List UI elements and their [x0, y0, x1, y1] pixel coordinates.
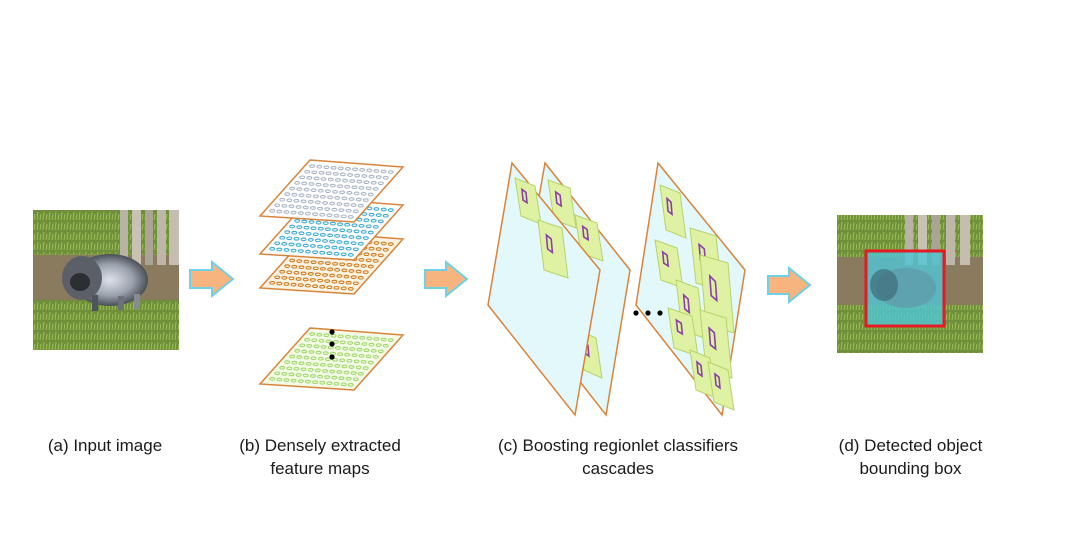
flow-arrow — [767, 265, 812, 305]
feature-layer-gray — [258, 159, 405, 223]
regionlet-cell — [661, 250, 670, 268]
bounding-box — [864, 249, 946, 328]
caption-line: (c) Boosting regionlet classifiers — [498, 436, 738, 455]
caption-line: feature maps — [270, 459, 370, 478]
caption-line: bounding box — [859, 459, 962, 478]
caption-line: (a) Input image — [47, 436, 163, 455]
detection-image — [837, 215, 983, 353]
caption-classifier-cascades: (c) Boosting regionlet classifiers casca… — [478, 434, 758, 480]
flow-arrow — [189, 259, 235, 299]
regionlet-cell — [521, 187, 528, 205]
regionlet-cell — [545, 233, 554, 255]
caption-line: (b) Densely extracted — [239, 436, 401, 455]
regionlet-cell — [696, 360, 703, 378]
caption-line: (d) Detected object — [838, 436, 983, 455]
regionlet-cell — [714, 372, 721, 390]
flow-arrow — [424, 259, 469, 299]
regionlet-cell — [666, 196, 673, 217]
regionlet-cell — [675, 318, 684, 336]
input-image — [33, 210, 179, 350]
regionlet-cell — [581, 224, 590, 242]
regionlet-cell — [554, 190, 563, 208]
classifier-plane-1 — [487, 161, 601, 417]
caption-line: cascades — [582, 459, 654, 478]
classifier-cascade — [487, 161, 746, 417]
caption-input-image: (a) Input image — [30, 434, 180, 457]
ellipsis-dots-vertical — [329, 329, 335, 360]
ellipsis-dots-horizontal — [633, 310, 663, 316]
classifier-plane-n — [635, 161, 746, 417]
regionlet-cell — [708, 326, 717, 351]
caption-feature-maps: (b) Densely extracted feature maps — [220, 434, 420, 480]
regionlet-cell — [682, 293, 691, 315]
regionlet-box — [537, 219, 569, 279]
regionlet-cell — [708, 273, 718, 303]
caption-detected-box: (d) Detected object bounding box — [818, 434, 1003, 480]
